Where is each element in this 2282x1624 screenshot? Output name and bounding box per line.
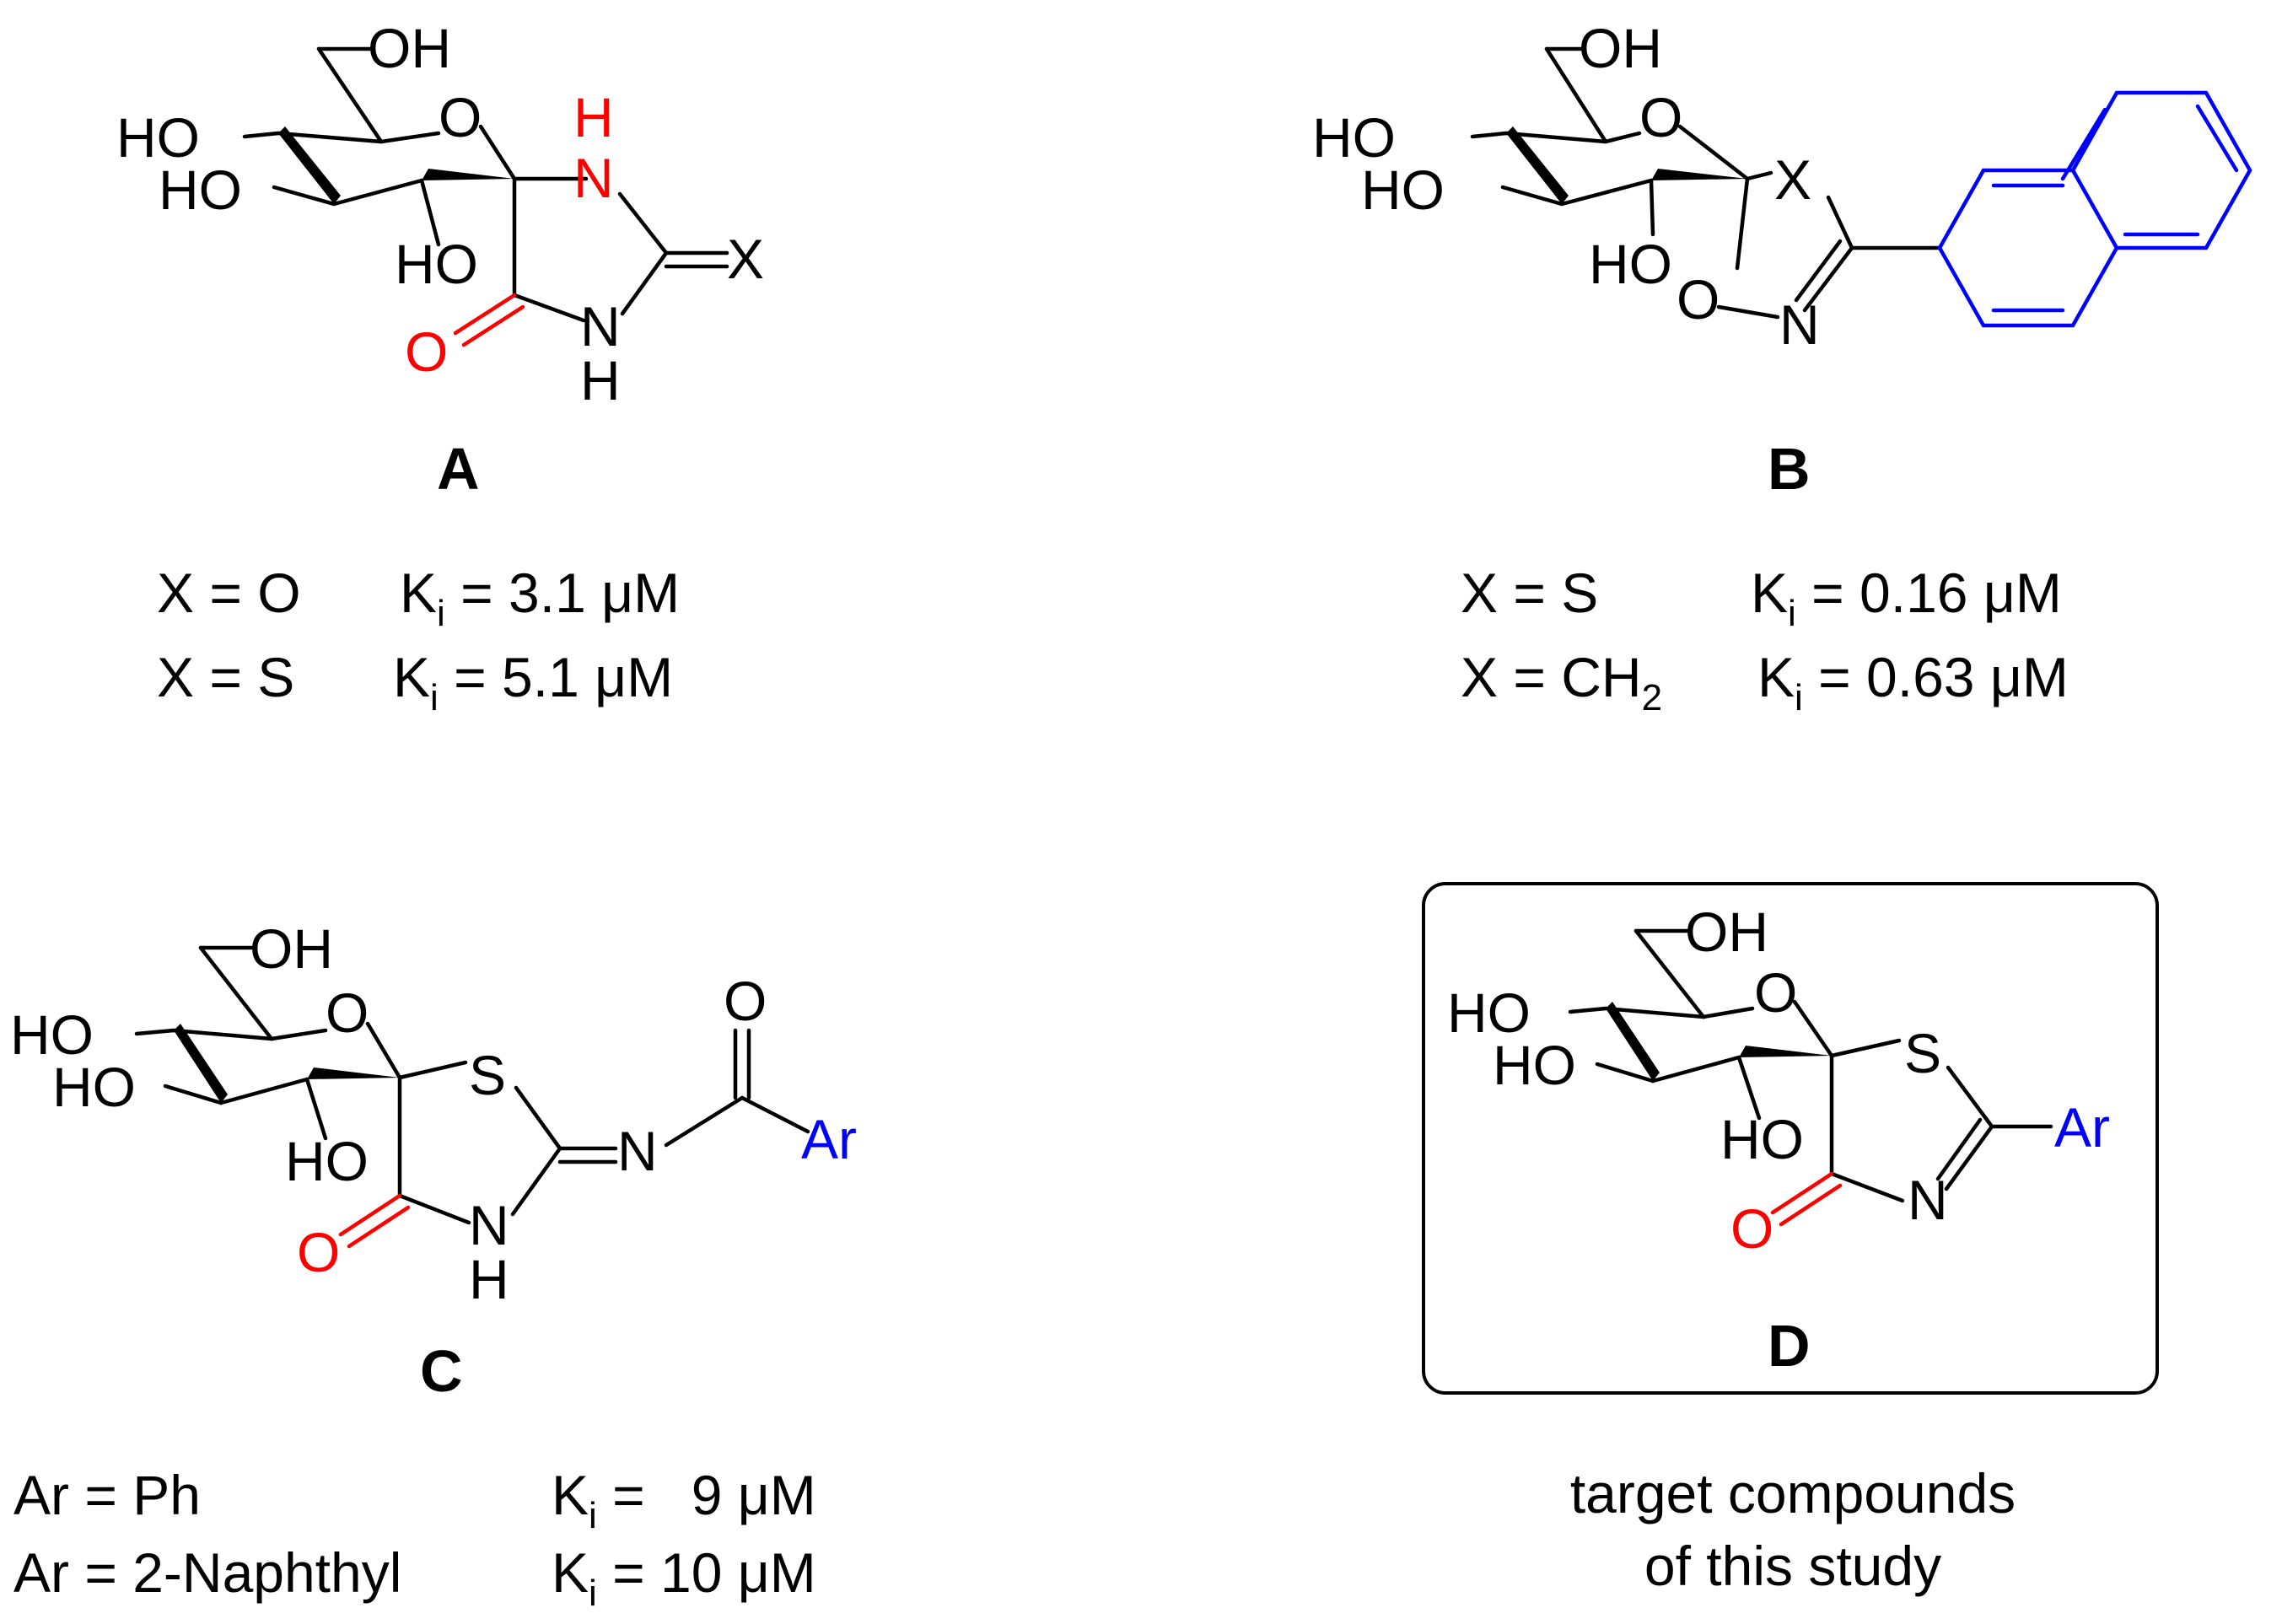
svg-text:Ki = 10 μM: Ki = 10 μM — [552, 1541, 816, 1614]
atom-x: X — [727, 228, 764, 290]
ki-value: = 3.1 μM — [445, 562, 680, 624]
ki-subscript: i — [1788, 593, 1796, 634]
atom-ho: HO — [116, 106, 200, 169]
atom-h: H — [469, 1248, 509, 1310]
ki-subscript: i — [589, 1573, 597, 1614]
atom-ring-o: O — [1639, 86, 1682, 148]
atom-n: N — [617, 1120, 658, 1182]
atom-ho: HO — [1720, 1108, 1804, 1170]
compound-a-data: X = O Ki = 3.1 μM X = S Ki = 5.1 μM — [157, 562, 680, 718]
svg-text:Ar = Ph: Ar = Ph — [13, 1464, 201, 1526]
ki-symbol: K — [552, 1541, 589, 1604]
svg-text:Ki = 5.1 μM: Ki = 5.1 μM — [393, 646, 673, 718]
atom-ho: HO — [1312, 106, 1396, 169]
ki-symbol: K — [393, 646, 430, 708]
x-value: X = CH — [1461, 646, 1642, 708]
compound-b-structure: OH HO HO O HO X O N — [1312, 17, 2252, 356]
caption-line-2: of this study — [1644, 1535, 1941, 1597]
atom-s: S — [1904, 1022, 1941, 1084]
compound-c-data: Ar = Ph Ki = 9 μM Ar = 2-Naphthyl Ki = 1… — [13, 1464, 816, 1614]
ki-symbol: K — [552, 1464, 589, 1526]
atom-n: N — [1908, 1169, 1948, 1231]
ki-subscript: i — [1795, 677, 1803, 718]
atom-h: H — [573, 86, 614, 148]
atom-n: N — [573, 147, 614, 209]
atom-oh: OH — [250, 917, 333, 980]
x-value: X = S — [1461, 562, 1598, 624]
compound-d-structure: OH HO HO O HO S Ar O N — [1447, 901, 2110, 1260]
compound-b-label: B — [1768, 436, 1811, 502]
x-value: X = S — [157, 646, 294, 708]
x-subscript: 2 — [1642, 677, 1662, 718]
ar-value: Ar = Ph — [13, 1464, 201, 1526]
compound-a-structure: OH HO HO O HO H N X O N H — [116, 17, 764, 411]
compound-b-data: X = S Ki = 0.16 μM X = CH2 Ki = 0.63 μM — [1461, 562, 2069, 718]
svg-text:X = CH2: X = CH2 — [1461, 646, 1662, 718]
compound-c-label: C — [420, 1338, 463, 1404]
atom-n: N — [1779, 293, 1820, 356]
atom-ho: HO — [52, 1056, 136, 1118]
svg-text:Ki = 0.16 μM: Ki = 0.16 μM — [1751, 562, 2062, 634]
ki-symbol: K — [1751, 562, 1788, 624]
atom-ho: HO — [1493, 1034, 1576, 1096]
atom-oh: OH — [1579, 17, 1662, 79]
ki-symbol: K — [1757, 646, 1795, 708]
svg-text:Ki = 3.1 μM: Ki = 3.1 μM — [400, 562, 680, 634]
ki-subscript: i — [430, 677, 439, 718]
atom-o: O — [1677, 268, 1720, 331]
atom-n: N — [469, 1194, 509, 1256]
atom-ho: HO — [1589, 233, 1672, 295]
svg-text:Ki = 9 μM: Ki = 9 μM — [552, 1464, 816, 1536]
svg-text:X = S: X = S — [1461, 562, 1598, 624]
atom-ho: HO — [395, 233, 478, 295]
atom-ho: HO — [1447, 981, 1531, 1044]
atom-ho: HO — [285, 1130, 369, 1192]
atom-x: X — [1774, 148, 1811, 211]
ki-value: = 0.16 μM — [1796, 562, 2062, 624]
ar-value: Ar = 2-Naphthyl — [13, 1541, 401, 1604]
atom-o: O — [724, 970, 767, 1032]
atom-n: N — [580, 295, 621, 358]
atom-ring-o: O — [326, 981, 369, 1044]
target-compound-frame — [1422, 882, 2159, 1395]
svg-text:X = S: X = S — [157, 646, 294, 708]
compound-a-label: A — [437, 436, 480, 502]
ki-value: = 9 μM — [597, 1464, 816, 1526]
atom-oh: OH — [368, 17, 451, 79]
atom-o: O — [297, 1221, 340, 1283]
atom-oh: OH — [1685, 901, 1768, 963]
atom-ring-o: O — [1754, 961, 1797, 1024]
ki-value: = 10 μM — [597, 1541, 816, 1604]
compound-d-label: D — [1768, 1313, 1811, 1379]
ki-subscript: i — [437, 593, 445, 634]
atom-ar: Ar — [801, 1108, 857, 1170]
ki-symbol: K — [400, 562, 437, 624]
atom-ho: HO — [1361, 159, 1445, 221]
compound-c-structure: OH HO HO O HO S N O Ar O N H — [10, 917, 857, 1310]
svg-text:Ar = 2-Naphthyl: Ar = 2-Naphthyl — [13, 1541, 401, 1604]
atom-ring-o: O — [439, 86, 482, 148]
ki-value: = 0.63 μM — [1803, 646, 2069, 708]
ki-value: = 5.1 μM — [439, 646, 673, 708]
caption-line-1: target compounds — [1570, 1462, 2016, 1525]
svg-text:Ki = 0.63 μM: Ki = 0.63 μM — [1757, 646, 2069, 718]
atom-o: O — [405, 320, 448, 383]
svg-text:X = O: X = O — [157, 562, 301, 624]
atom-o: O — [1730, 1197, 1773, 1260]
atom-ar: Ar — [2054, 1096, 2110, 1159]
ki-subscript: i — [589, 1495, 597, 1536]
atom-s: S — [469, 1044, 506, 1106]
x-value: X = O — [157, 562, 301, 624]
atom-h: H — [580, 349, 621, 411]
atom-ho: HO — [10, 1003, 94, 1066]
atom-ho: HO — [159, 159, 242, 221]
